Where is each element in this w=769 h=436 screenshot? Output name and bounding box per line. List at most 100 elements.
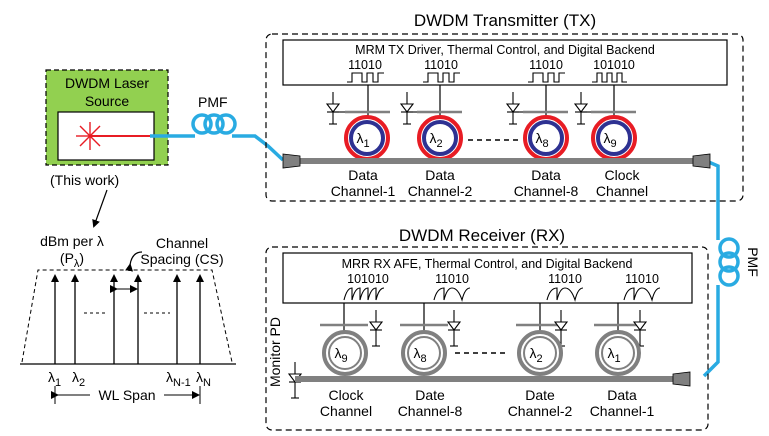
tx-clk-label1: Clock xyxy=(604,167,640,183)
spectrum-sketch: dBm per λ (Pλ) Channel Spacing (CS) λ1 λ… xyxy=(20,233,236,404)
svg-text:λ8: λ8 xyxy=(535,130,548,150)
tx-bus-waveguide xyxy=(300,158,693,164)
rx-ch2-label2: Channel-2 xyxy=(508,403,573,419)
tx-bits-1: 11010 xyxy=(348,58,382,72)
tx-diode-2-icon xyxy=(399,92,417,125)
rx-ch8-label2: Channel-8 xyxy=(398,403,463,419)
rx-diode-3-icon xyxy=(553,310,569,347)
tick-lambda-2: λ2 xyxy=(72,369,85,389)
rx-backend-label: MRR RX AFE, Thermal Control, and Digital… xyxy=(342,257,633,271)
tx-ch2-label2: Channel-2 xyxy=(408,183,473,199)
rx-backend-box xyxy=(282,252,693,304)
tx-ring-1: λ1 xyxy=(344,115,390,161)
tx-title: DWDM Transmitter (TX) xyxy=(414,11,596,30)
rx-bits-3: 11010 xyxy=(548,272,582,286)
svg-text:λ2: λ2 xyxy=(529,345,542,365)
rx-title: DWDM Receiver (RX) xyxy=(399,226,565,245)
tx-backend-box xyxy=(282,39,728,86)
pmf-coil-1 xyxy=(191,113,213,135)
tx-ring-4: λ9 xyxy=(591,115,637,161)
tx-wave-4 xyxy=(592,72,627,83)
tx-ch1-label1: Data xyxy=(348,167,378,183)
pmf-coil-r1 xyxy=(718,237,740,259)
tx-wave-2 xyxy=(423,72,460,83)
cs-pointer-arrow xyxy=(125,251,143,272)
tx-coupler-right xyxy=(692,153,711,169)
rx-coupler-right xyxy=(672,371,691,387)
rx-ring-1: λ9 xyxy=(322,330,368,376)
wl-span-label: WL Span xyxy=(98,387,155,403)
svg-text:λ1: λ1 xyxy=(356,130,369,150)
tx-diodes xyxy=(325,92,591,125)
rx-bits-2: 11010 xyxy=(435,272,469,286)
rx-ch8-label1: Date xyxy=(415,387,445,403)
rx-bus-waveguide xyxy=(295,376,690,382)
svg-text:λ8: λ8 xyxy=(413,345,426,365)
monitor-pd-label: Monitor PD xyxy=(267,317,283,387)
tx-ch8-label1: Data xyxy=(531,167,561,183)
fiber-top xyxy=(150,113,285,162)
rx-bits-1: 101010 xyxy=(347,272,389,286)
svg-text:λ1: λ1 xyxy=(607,345,620,365)
laser-title-line2: Source xyxy=(85,93,130,109)
laser-note: (This work) xyxy=(50,172,119,188)
tx-ch8-label2: Channel-8 xyxy=(514,183,579,199)
cs-label-line1: Channel xyxy=(156,235,208,251)
fiber-right xyxy=(702,158,740,378)
spectrum-ylabel-line1: dBm per λ xyxy=(40,233,104,249)
tick-lambda-1: λ1 xyxy=(48,369,61,389)
rx-clk-label1: Clock xyxy=(328,387,364,403)
fiber-segment-c xyxy=(703,158,720,240)
rx-dashed-border xyxy=(265,246,709,431)
pmf-coil-r2 xyxy=(718,251,740,273)
fiber-segment-d xyxy=(702,285,720,378)
laser-source: DWDM Laser Source (This work) xyxy=(45,69,169,228)
tx-ring-2: λ2 xyxy=(417,115,463,161)
svg-text:λ9: λ9 xyxy=(603,130,616,150)
tx-ch1-label2: Channel-1 xyxy=(331,183,396,199)
rx-diode-4-icon xyxy=(632,310,648,347)
rx-ch2-label1: Date xyxy=(525,387,555,403)
rx-block: DWDM Receiver (RX) MRR RX AFE, Thermal C… xyxy=(265,226,709,431)
rx-wave-1 xyxy=(343,287,385,301)
tx-backend-label: MRM TX Driver, Thermal Control, and Digi… xyxy=(355,43,655,57)
tx-bits-2: 11010 xyxy=(424,58,458,72)
tx-diode-3-icon xyxy=(505,92,523,125)
pmf-coil-3 xyxy=(215,113,237,135)
tx-clk-label2: Channel xyxy=(596,183,648,199)
rx-ch1-label2: Channel-1 xyxy=(590,403,655,419)
rx-ring-4: λ1 xyxy=(595,330,641,376)
pmf-coil-2 xyxy=(203,113,225,135)
laser-title-line1: DWDM Laser xyxy=(65,75,149,91)
rx-wave-2 xyxy=(433,287,471,302)
laser-to-spectrum-arrow xyxy=(92,189,108,228)
rx-clk-label2: Channel xyxy=(320,403,372,419)
rx-diode-1-icon xyxy=(368,310,384,347)
rx-bits-4: 11010 xyxy=(625,272,659,286)
tx-wave-3 xyxy=(528,72,565,83)
tick-lambda-n: λN xyxy=(196,369,211,389)
pmf-right-label: PMF xyxy=(745,247,761,277)
tx-waveforms xyxy=(347,72,627,83)
svg-text:λ2: λ2 xyxy=(429,130,442,150)
rx-wave-3 xyxy=(546,287,584,302)
laser-rays-icon xyxy=(76,122,150,150)
tick-lambda-n1: λN-1 xyxy=(166,369,191,389)
spectrum-channel-lines xyxy=(51,274,204,364)
rx-waveforms xyxy=(343,287,661,302)
rx-ring-2: λ8 xyxy=(401,330,447,376)
tx-coupler-left xyxy=(282,153,301,169)
pmf-top-label: PMF xyxy=(198,94,228,110)
rx-wave-4 xyxy=(623,287,661,302)
rx-diode-2-icon xyxy=(446,310,462,347)
spectrum-ylabel-line2: (Pλ) xyxy=(60,250,84,270)
tx-ch2-label1: Data xyxy=(425,167,455,183)
tx-block: DWDM Transmitter (TX) MRM TX Driver, The… xyxy=(265,11,744,202)
tx-bits-4: 101010 xyxy=(593,58,635,72)
rx-ring-3: λ2 xyxy=(517,330,563,376)
tx-ring-3: λ8 xyxy=(523,115,569,161)
tx-diode-4-icon xyxy=(573,92,591,125)
tx-dashed-border xyxy=(265,33,744,202)
fiber-segment-b xyxy=(232,134,285,162)
